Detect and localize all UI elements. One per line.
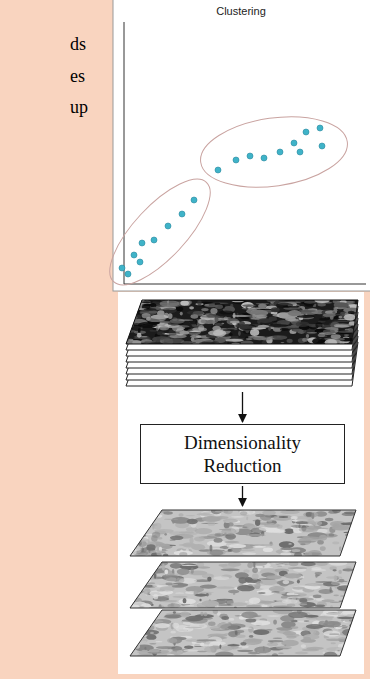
data-point bbox=[277, 149, 283, 155]
data-point bbox=[151, 237, 157, 243]
image-layer bbox=[123, 507, 364, 559]
box-text: Dimensionality Reduction bbox=[149, 431, 336, 477]
flow-arrow bbox=[242, 392, 243, 422]
word-fragment: ds bbox=[70, 33, 86, 55]
scatter-plot bbox=[95, 108, 352, 299]
process-box: Dimensionality Reduction bbox=[140, 424, 345, 484]
image-layer bbox=[123, 560, 364, 610]
chart-panel bbox=[113, 0, 370, 291]
data-point bbox=[317, 125, 323, 131]
data-point bbox=[191, 197, 197, 203]
reduced-layers bbox=[122, 507, 363, 659]
word-fragment: es bbox=[70, 65, 85, 87]
image-layer bbox=[120, 297, 363, 347]
flow-arrow bbox=[242, 486, 243, 506]
data-point bbox=[137, 259, 143, 265]
word-fragment: up bbox=[70, 96, 88, 118]
data-point bbox=[233, 157, 239, 163]
data-point bbox=[139, 240, 145, 246]
data-point bbox=[119, 265, 125, 271]
cluster-ellipse bbox=[95, 165, 226, 300]
data-point bbox=[319, 143, 325, 149]
data-point bbox=[125, 271, 131, 277]
chart-title: Clustering bbox=[216, 5, 266, 18]
data-point bbox=[291, 140, 297, 146]
cluster-ellipse bbox=[196, 108, 352, 196]
y-axis bbox=[124, 22, 125, 284]
image-stack bbox=[120, 297, 363, 386]
data-point bbox=[165, 223, 171, 229]
data-point bbox=[297, 149, 303, 155]
data-point bbox=[131, 252, 137, 258]
data-point bbox=[247, 153, 253, 159]
x-axis bbox=[124, 284, 366, 285]
data-point bbox=[303, 129, 309, 135]
data-point bbox=[261, 155, 267, 161]
figure-ground bbox=[118, 292, 364, 674]
data-point bbox=[215, 167, 221, 173]
image-layer bbox=[122, 607, 361, 658]
data-point bbox=[179, 211, 185, 217]
